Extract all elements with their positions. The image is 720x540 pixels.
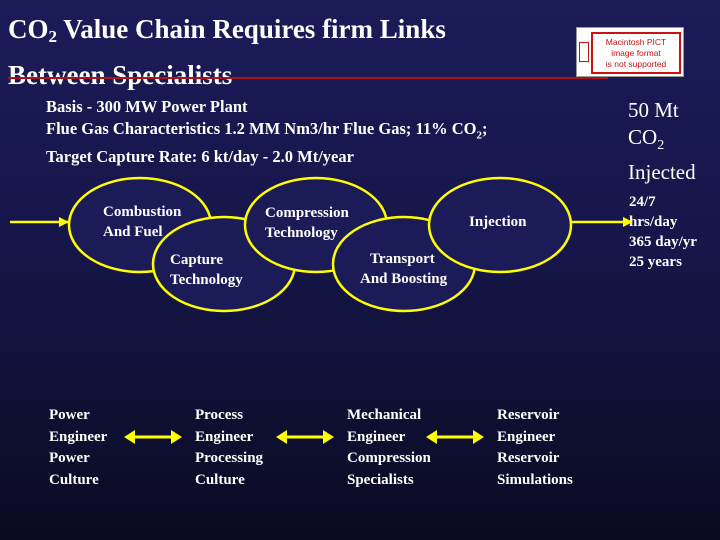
broken-image-icon [579, 42, 589, 62]
stage-combustion: Combustion And Fuel [103, 204, 182, 240]
unsupported-image-placeholder: Macintosh PICT image format is not suppo… [576, 27, 684, 77]
stage-compression: Compression Technology [265, 205, 349, 241]
operating-schedule: 24/7 hrs/day 365 day/yr 25 years [629, 194, 697, 270]
basis-line-flue-gas: Flue Gas Characteristics 1.2 MM Nm3/hr F… [46, 119, 488, 142]
stage-injection: Injection [469, 214, 527, 230]
slide-title: CO2 Value Chain Requires firm Links Betw… [8, 14, 446, 90]
role-process-engineer: Process Engineer Processing Culture [195, 407, 264, 488]
link-arrow-mechanical-reservoir [426, 430, 484, 444]
role-reservoir-engineer: Reservoir Engineer Reservoir Simulations [497, 407, 573, 488]
stage-transport: Transport And Boosting [360, 251, 448, 287]
stage-capture: Capture Technology [170, 252, 243, 288]
injection-ellipse [427, 176, 573, 274]
basis-line-capture-rate: Target Capture Rate: 6 kt/day - 2.0 Mt/y… [46, 147, 354, 167]
unsupported-image-message: Macintosh PICT image format is not suppo… [591, 32, 681, 74]
link-arrow-power-process [124, 430, 182, 444]
injected-total: 50 Mt CO2 Injected [628, 98, 696, 185]
link-arrow-process-mechanical [276, 430, 334, 444]
role-power-engineer: Power Engineer Power Culture [49, 407, 108, 488]
project-basis: Basis - 300 MW Power Plant Flue Gas Char… [46, 96, 487, 168]
title-underline [8, 77, 608, 79]
basis-line-plant: Basis - 300 MW Power Plant [46, 97, 248, 116]
role-mechanical-engineer: Mechanical Engineer Compression Speciali… [347, 407, 431, 488]
